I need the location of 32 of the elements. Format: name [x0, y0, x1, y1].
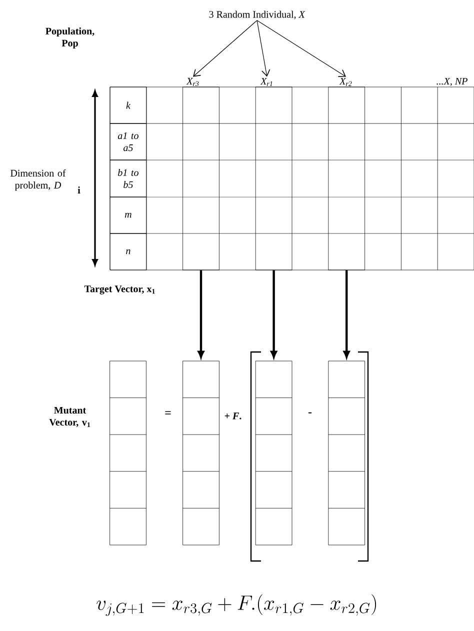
row-label-cell: m [110, 196, 147, 234]
row-label-cell: k [110, 86, 147, 124]
index-label: i [78, 186, 80, 194]
grid-column [328, 86, 365, 270]
arrow [193, 20, 258, 77]
equation: $v_{j,G+1}=x_{r3,G}+F.(x_{r1,G}-x_{r2,G})$ [96, 594, 376, 616]
vector-label: Target Vector, x$_{1}$ [84, 286, 155, 294]
row-label-cell: a1 to a5 [110, 123, 147, 160]
row-label-cell: b1 to b5 [110, 160, 147, 198]
vector-label: Mutant Vector, v$_{1}$ [49, 406, 90, 428]
arrow [256, 20, 346, 77]
operator-symbol: - [308, 412, 312, 414]
arrow [256, 20, 270, 77]
operator-symbol: = [165, 411, 171, 414]
arrow [343, 270, 350, 358]
heading: 3 Random Individual, X [209, 10, 306, 20]
column-label: X$_{r1}$ [260, 78, 272, 86]
column-label: X$_{r2}$ [339, 78, 352, 86]
column-label: X$_{r3}$ [186, 78, 199, 86]
grid-column [255, 86, 292, 270]
operator-symbol: + F. [224, 412, 242, 420]
vector-column [255, 360, 292, 546]
column-label: ...X, NP [436, 78, 468, 86]
arrow [270, 270, 277, 358]
arrow [198, 270, 204, 358]
vector-column [182, 360, 220, 546]
vector-column [110, 360, 146, 546]
vector-column [328, 360, 365, 546]
grid-column [182, 86, 220, 270]
row-label-cell: n [110, 233, 147, 270]
axis-label: Dimension of problem, D [10, 169, 66, 191]
node-label: Population, Pop [46, 27, 94, 49]
